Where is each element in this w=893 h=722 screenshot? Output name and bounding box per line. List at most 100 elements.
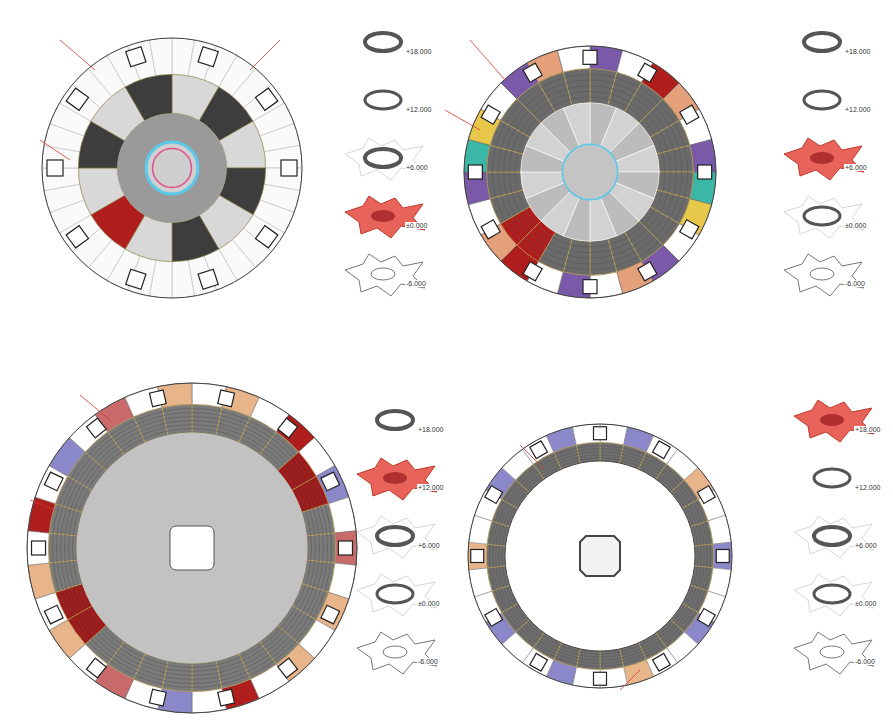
- field: [77, 433, 308, 664]
- level-ring: [383, 472, 407, 484]
- ring: [27, 383, 357, 713]
- seat-row: [77, 433, 308, 664]
- level-ring: [377, 585, 413, 603]
- level-key: [794, 632, 874, 674]
- level-key: [794, 574, 874, 616]
- ring: [42, 38, 302, 298]
- seat-row: [498, 80, 682, 264]
- level-ring: [377, 527, 413, 545]
- level-label: +6.000: [844, 164, 868, 171]
- seat-row: [499, 455, 701, 657]
- outer-edge: [42, 38, 302, 298]
- level-ring: [804, 207, 840, 225]
- seat-row: [496, 452, 705, 661]
- center-court: [170, 526, 214, 570]
- level-ring: [810, 152, 834, 164]
- level-label: +18.000: [405, 48, 433, 55]
- level-label: -6.000: [854, 658, 876, 665]
- outer-edge: [464, 46, 716, 298]
- level-ring: [371, 210, 395, 222]
- field: [505, 461, 695, 651]
- stadium-plan: [468, 424, 732, 688]
- level-ring: [377, 411, 413, 429]
- seat-row: [64, 420, 319, 675]
- level-key: [804, 33, 840, 51]
- level-key: [784, 254, 864, 296]
- stair-cores: [47, 47, 297, 290]
- level-key: [357, 516, 437, 558]
- core-ring: [146, 142, 198, 194]
- ring: [521, 103, 660, 242]
- level-key: [357, 632, 437, 674]
- level-key: [804, 91, 840, 109]
- level-ring: [820, 646, 844, 658]
- stair-cores: [468, 50, 711, 293]
- site-outline: [345, 254, 425, 296]
- site-outline: [794, 632, 874, 674]
- level-ring: [820, 414, 844, 426]
- level-label: +18.000: [417, 426, 445, 433]
- level-ring: [814, 585, 850, 603]
- level-label: -6.000: [405, 280, 427, 287]
- level-key: [365, 33, 401, 51]
- level-key: [345, 196, 425, 238]
- level-ring: [804, 91, 840, 109]
- seat-row: [504, 86, 677, 259]
- level-label: ±0.000: [417, 600, 440, 607]
- level-label: +12.000: [854, 484, 882, 491]
- core: [562, 144, 617, 199]
- level-key: [357, 458, 437, 500]
- seat-row: [68, 424, 315, 671]
- ring: [487, 69, 694, 276]
- level-highlight: [784, 138, 864, 180]
- level-label: -6.000: [417, 658, 439, 665]
- outer-edge: [27, 383, 357, 713]
- level-highlight: [794, 400, 874, 442]
- field: [117, 113, 226, 222]
- level-key: [794, 516, 874, 558]
- level-label: +12.000: [844, 106, 872, 113]
- level-key: [784, 138, 864, 180]
- seat-row: [505, 461, 695, 651]
- stadium-plan: [464, 46, 716, 298]
- level-label: ±0.000: [854, 600, 877, 607]
- seat-row: [493, 449, 708, 664]
- level-ring: [804, 33, 840, 51]
- level-label: +18.000: [854, 426, 882, 433]
- center-court: [580, 536, 620, 576]
- seat-row: [56, 412, 327, 683]
- seat-row: [52, 408, 331, 687]
- seat-row: [490, 446, 711, 667]
- level-label: +6.000: [405, 164, 429, 171]
- level-ring: [383, 646, 407, 658]
- seat-row: [60, 416, 323, 679]
- level-key: [357, 574, 437, 616]
- level-key: [794, 400, 874, 442]
- site-outline: [794, 574, 874, 616]
- stair-cores: [471, 427, 730, 686]
- stair-cores: [32, 390, 353, 706]
- level-label: +6.000: [417, 542, 441, 549]
- level-label: +6.000: [854, 542, 878, 549]
- level-key: [377, 411, 413, 429]
- level-highlight: [357, 458, 437, 500]
- ring: [78, 74, 265, 261]
- site-outline: [357, 632, 437, 674]
- ring: [48, 404, 335, 691]
- level-label: -6.000: [844, 280, 866, 287]
- site-outline: [357, 516, 437, 558]
- level-label: +18.000: [844, 48, 872, 55]
- level-ring: [365, 91, 401, 109]
- level-key: [784, 196, 864, 238]
- seat-row: [502, 458, 698, 654]
- level-key: [365, 91, 401, 109]
- level-ring: [814, 527, 850, 545]
- site-outline: [357, 574, 437, 616]
- level-key: [814, 469, 850, 487]
- level-ring: [365, 33, 401, 51]
- level-ring: [814, 469, 850, 487]
- seat-row: [515, 97, 665, 247]
- stadium-plan: [42, 38, 302, 298]
